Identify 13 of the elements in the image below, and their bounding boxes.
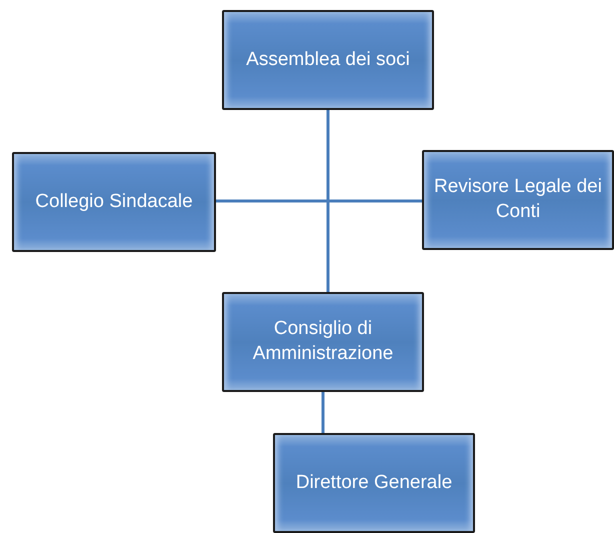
- unit-name: Collegio Sindacale: [34, 190, 194, 214]
- org-unit-box: [222, 292, 424, 392]
- unit-name: Consiglio di Amministrazione: [252, 317, 394, 366]
- org-unit-box: [222, 10, 434, 110]
- unit-name: Revisore Legale dei Conti: [433, 175, 603, 224]
- connector-line: [322, 392, 324, 433]
- connector-line: [216, 200, 422, 202]
- org-unit-box: [273, 433, 475, 533]
- unit-name: Assemblea dei soci: [245, 48, 411, 72]
- org-unit-box: [12, 152, 216, 252]
- unit-name: Direttore Generale: [294, 470, 454, 495]
- connector-line: [326, 110, 330, 292]
- org-unit-box: [422, 150, 614, 250]
